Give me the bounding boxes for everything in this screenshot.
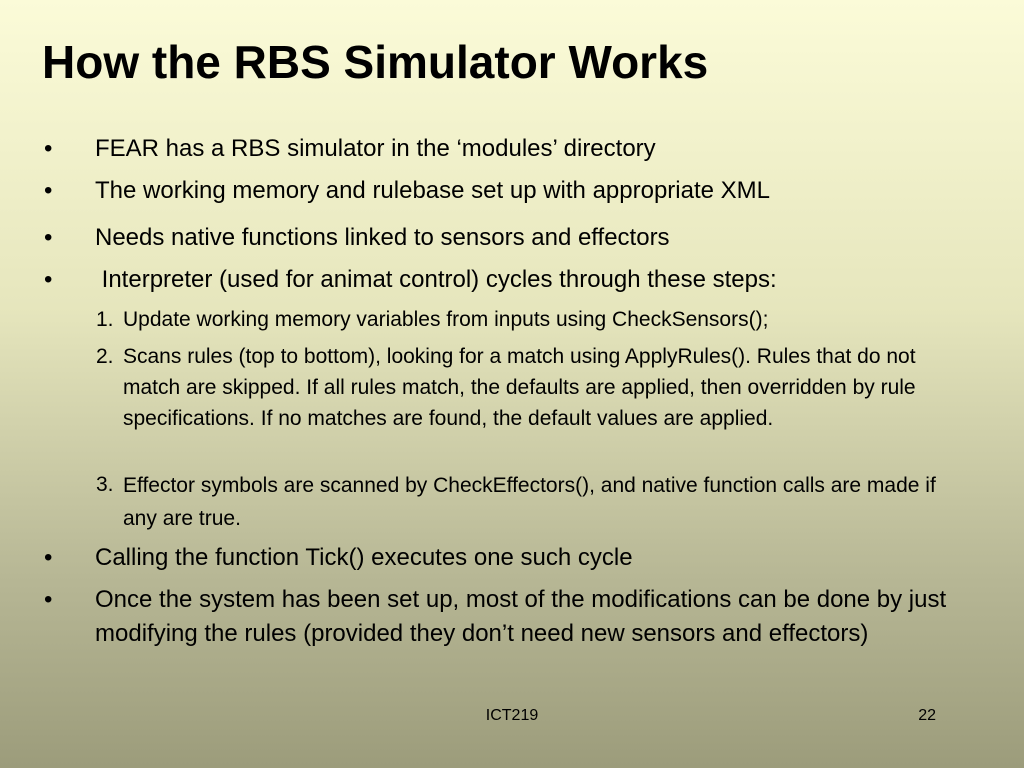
bullet-text: FEAR has a RBS simulator in the ‘modules… — [95, 135, 656, 162]
bullet-icon: • — [44, 177, 53, 204]
step-text: Effector symbols are scanned by CheckEff… — [123, 474, 936, 530]
bullet-icon: • — [44, 544, 53, 571]
footer-page-number: 22 — [918, 707, 936, 724]
bullet-text: Once the system has been set up, most of… — [95, 586, 947, 647]
step-number: 1. — [96, 308, 114, 331]
bullet-icon: • — [44, 224, 53, 251]
bullet-text: The working memory and rulebase set up w… — [95, 177, 770, 204]
bullet-icon: • — [44, 266, 53, 293]
step-number: 2. — [96, 345, 114, 368]
step-text: Update working memory variables from inp… — [123, 308, 769, 331]
footer-course-code: ICT219 — [485, 707, 539, 724]
slide-title: How the RBS Simulator Works — [42, 36, 709, 88]
bullet-icon: • — [44, 586, 53, 613]
bullet-text: Needs native functions linked to sensors… — [95, 224, 670, 251]
bullet-text: Interpreter (used for animat control) cy… — [95, 266, 777, 293]
step-text: Scans rules (top to bottom), looking for… — [123, 345, 916, 430]
step-number: 3. — [96, 473, 114, 496]
bullet-icon: • — [44, 135, 53, 162]
bullet-text: Calling the function Tick() executes one… — [95, 544, 633, 571]
